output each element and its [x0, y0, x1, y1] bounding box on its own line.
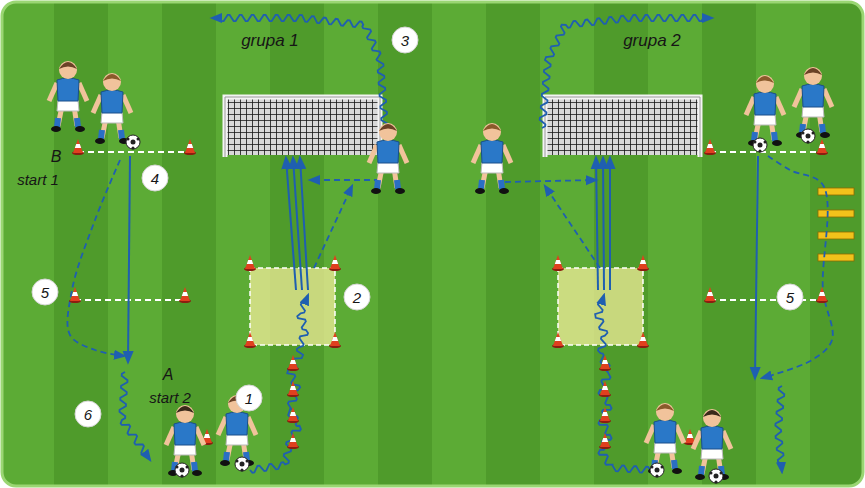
- dribble-path: [595, 295, 650, 473]
- cone: [287, 355, 299, 371]
- player: [166, 405, 204, 476]
- player: [369, 123, 407, 194]
- shot-line: [609, 158, 611, 290]
- player: [693, 409, 731, 480]
- target-square: [250, 268, 335, 345]
- ladder-rung: [818, 188, 854, 195]
- cone: [329, 255, 341, 271]
- cone: [704, 287, 716, 303]
- cone: [244, 255, 256, 271]
- callout-circle: [236, 385, 262, 411]
- pass-line: [505, 180, 596, 182]
- dribble-path: [119, 372, 150, 460]
- cone: [179, 287, 191, 303]
- field-label: grupa 2: [623, 32, 681, 49]
- start-line: [75, 299, 185, 301]
- start-line: [78, 151, 190, 153]
- ball: [709, 469, 723, 484]
- field-label: start 2: [149, 390, 191, 405]
- field-label: grupa 1: [241, 32, 299, 49]
- player: [93, 73, 131, 144]
- ball: [235, 457, 249, 472]
- cone: [287, 407, 299, 423]
- player: [49, 61, 87, 132]
- shot-line: [300, 158, 308, 290]
- callout-number: 5: [786, 290, 794, 305]
- callout-number: 6: [84, 407, 92, 422]
- field-label: B: [51, 149, 62, 165]
- cone: [184, 139, 196, 155]
- callout-number: 5: [41, 285, 49, 300]
- cone: [552, 332, 564, 348]
- cone: [552, 255, 564, 271]
- shot-line: [603, 158, 604, 290]
- callout-circle: [777, 284, 803, 310]
- cone: [816, 139, 828, 155]
- cone: [704, 139, 716, 155]
- callout-circle: [75, 401, 101, 427]
- callout-number: 3: [401, 33, 409, 48]
- run-path: [314, 186, 352, 268]
- callout-number: 4: [151, 171, 159, 186]
- cone: [287, 381, 299, 397]
- cone: [599, 355, 611, 371]
- cone: [599, 433, 611, 449]
- cone: [816, 287, 828, 303]
- ladder-rung: [818, 254, 854, 261]
- field-label: start 1: [17, 172, 59, 187]
- cone: [599, 381, 611, 397]
- goal: [545, 97, 700, 157]
- start-line: [710, 151, 822, 153]
- run-path: [67, 160, 124, 356]
- field-label: A: [163, 367, 174, 383]
- shot-line: [596, 158, 598, 290]
- run-path: [545, 186, 600, 268]
- player: [646, 403, 684, 474]
- ladder-rung: [818, 232, 854, 239]
- ball: [753, 138, 767, 153]
- goal: [225, 97, 380, 157]
- callout-circle: [32, 279, 58, 305]
- pass-line: [755, 156, 758, 378]
- callout-number: 1: [245, 391, 253, 406]
- dribble-path: [775, 386, 784, 472]
- cone: [599, 407, 611, 423]
- player: [794, 67, 832, 138]
- pass-line: [310, 179, 380, 181]
- start-line: [710, 299, 822, 301]
- dribble-path: [212, 15, 388, 128]
- ball: [126, 135, 140, 150]
- ball: [650, 463, 664, 478]
- cone: [287, 433, 299, 449]
- dribble-path: [250, 295, 308, 473]
- cone: [244, 332, 256, 348]
- callout-circles: [32, 27, 803, 427]
- player: [473, 123, 511, 194]
- cone: [72, 139, 84, 155]
- cone: [69, 287, 81, 303]
- cone: [637, 332, 649, 348]
- callout-circle: [142, 165, 168, 191]
- callout-circle: [392, 27, 418, 53]
- callout-circle: [344, 284, 370, 310]
- player: [746, 75, 784, 146]
- dribble-path: [540, 15, 712, 128]
- ball: [801, 129, 815, 144]
- ladder-rung: [818, 210, 854, 217]
- ball: [175, 463, 189, 478]
- run-path: [762, 156, 833, 378]
- pass-line: [128, 156, 130, 362]
- cone: [329, 332, 341, 348]
- callout-number: 2: [353, 290, 361, 305]
- cone: [637, 255, 649, 271]
